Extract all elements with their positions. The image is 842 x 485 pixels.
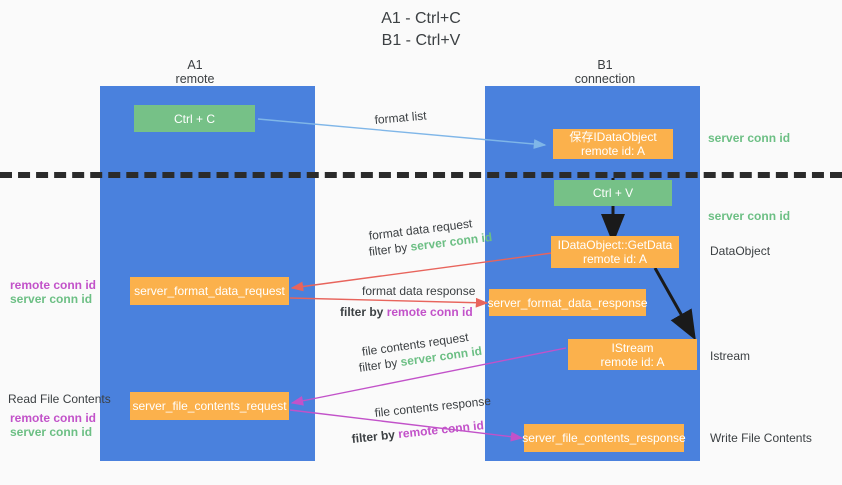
lane-a1-name: A1: [187, 58, 203, 72]
lane-header-b1: B1 connection: [540, 58, 670, 86]
filter-value-remote-conn-id-2: remote conn id: [397, 418, 485, 442]
phase-divider: [0, 172, 842, 178]
box-server-file-contents-request[interactable]: server_file_contents_request: [130, 392, 289, 420]
edge-label-format-data-response: format data response: [362, 284, 476, 298]
title-line-1: A1 - Ctrl+C: [381, 10, 461, 27]
edge-label-file-contents-response: file contents response: [374, 393, 492, 420]
box-istream-line2: remote id: A: [600, 354, 665, 369]
right-label-istream: Istream: [710, 349, 751, 363]
box-server-format-data-request[interactable]: server_format_data_request: [130, 277, 289, 305]
filter-value-remote-conn-id-1: remote conn id: [386, 305, 473, 319]
right-label-server-conn-id-mid: server conn id: [708, 209, 791, 223]
box-save-idataobject[interactable]: 保存IDataObject remote id: A: [553, 129, 673, 159]
box-save-idataobject-line2: remote id: A: [580, 144, 646, 158]
box-save-idataobject-line1: 保存IDataObject: [569, 130, 657, 144]
box-server-format-data-response[interactable]: server_format_data_response: [487, 289, 648, 316]
lane-b1-name: B1: [597, 58, 613, 72]
filter-by-text-4: filter by: [351, 427, 396, 446]
left-label-remote-conn-id-1: remote conn id: [10, 278, 97, 292]
left-label-server-conn-id-2: server conn id: [10, 425, 93, 439]
edge-label-file-contents-response-filter: filter by remote conn id: [351, 418, 485, 447]
box-istream-line1: IStream: [611, 340, 654, 355]
box-getdata-line2: remote id: A: [582, 252, 648, 266]
lane-a1-sub: remote: [175, 72, 215, 86]
right-label-dataobject: DataObject: [710, 244, 771, 258]
box-ctrl-v[interactable]: Ctrl + V: [554, 180, 672, 206]
lane-b1-sub: connection: [574, 72, 636, 86]
left-label-server-conn-id-1: server conn id: [10, 292, 93, 306]
lane-header-a1: A1 remote: [130, 58, 260, 86]
box-server-file-contents-response[interactable]: server_file_contents_response: [522, 424, 686, 452]
filter-by-text-2: filter by: [340, 305, 384, 319]
box-ctrl-c[interactable]: Ctrl + C: [134, 105, 255, 132]
edge-label-format-list: format list: [374, 108, 428, 127]
box-idataobject-getdata[interactable]: IDataObject::GetData remote id: A: [551, 236, 679, 268]
right-label-write-file-contents: Write File Contents: [710, 431, 812, 445]
diagram-title: A1 - Ctrl+C B1 - Ctrl+V: [0, 8, 842, 52]
box-getdata-line1: IDataObject::GetData: [557, 238, 673, 252]
edge-label-format-data-response-filter: filter by remote conn id: [340, 305, 473, 320]
right-label-server-conn-id-top: server conn id: [708, 131, 791, 145]
left-label-read-file-contents: Read File Contents: [8, 392, 111, 406]
left-label-remote-conn-id-2: remote conn id: [10, 411, 97, 425]
box-istream[interactable]: IStream remote id: A: [568, 339, 697, 370]
title-line-2: B1 - Ctrl+V: [381, 32, 461, 49]
